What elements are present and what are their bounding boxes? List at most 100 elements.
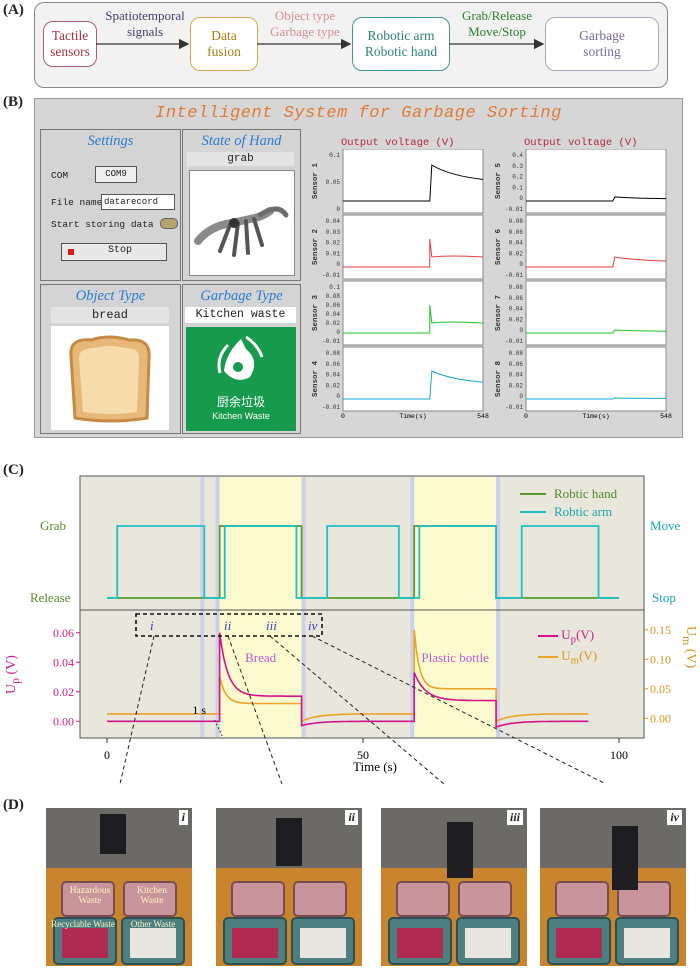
ylabel-left: Up (V) (4, 655, 22, 694)
sensor-tick-label: 0.06 (509, 229, 524, 236)
legend-um-swatch (538, 656, 558, 659)
sensor-frame (525, 149, 667, 214)
transition-band (215, 477, 220, 737)
transition-band (410, 477, 415, 737)
sensor-tick-label: -0.01 (505, 272, 523, 279)
sensor-tick-label: 0 (336, 261, 340, 268)
sensor-xmax-label: 548 (477, 413, 489, 420)
ylabel-right-text: U (683, 626, 698, 637)
file-name-input[interactable]: datarecord (101, 194, 175, 210)
hand-state-value: grab (187, 152, 294, 166)
one-second-label: 1 s (192, 703, 206, 717)
roman-label-1: i (150, 618, 154, 633)
sensor-tick-label: 0.08 (509, 350, 524, 357)
grab-highlight (414, 477, 497, 737)
flow-panel: Tactile sensors Data fusion Robotic arm … (34, 2, 668, 88)
x-axis-label: Time (s) (353, 759, 397, 774)
legend-arm: Robtic arm (520, 503, 612, 521)
sensor-tick-label: 0 (519, 261, 523, 268)
kitchen-waste-cn: 厨余垃圾 (216, 395, 265, 409)
sensor-tick-label: 0.04 (509, 372, 524, 379)
sensor-tick-label: 0.05 (326, 179, 341, 186)
sensor-signal (343, 164, 484, 202)
sensor-signal (526, 329, 667, 334)
sensor-frame (525, 346, 667, 412)
sensor-xmax-label: 548 (660, 413, 672, 420)
garbage-type-box: Garbage Type Kitchen waste 厨余垃圾 Kitchen … (182, 284, 301, 434)
sensor-tick-label: 0 (519, 393, 523, 400)
sensor-name-label: Sensor 5 (495, 163, 503, 200)
legend-up-label: U (561, 627, 571, 642)
legend-um-sub: m (570, 654, 580, 667)
sensor-frame (342, 346, 484, 412)
sensor-frame (342, 149, 484, 214)
x-tick-label: 100 (610, 748, 628, 762)
sensor-tick-label: 0.02 (326, 382, 341, 389)
stop-level-label: Stop (652, 590, 676, 605)
sensor-tick-label: 0.08 (509, 284, 524, 291)
kitchen-waste-symbol-icon (217, 335, 264, 380)
sensor-signal (526, 196, 667, 202)
com-select[interactable]: COM9 (95, 166, 137, 183)
transition-band (496, 477, 501, 737)
legend-arm-swatch (520, 511, 546, 514)
sensor-name-label: Sensor 3 (312, 295, 320, 332)
photo-tag: i (178, 810, 188, 825)
release-level-label: Release (30, 590, 71, 605)
sensor-name-label: Sensor 7 (495, 295, 503, 331)
roman-label-4: iv (308, 618, 318, 633)
photo-pointer (269, 635, 445, 784)
sensor-tick-label: 0.02 (509, 316, 524, 323)
yleft-tick-label: 0.06 (53, 626, 74, 640)
sensor-tick-label: 0.1 (329, 284, 340, 291)
panel-a-label: (A) (3, 2, 24, 18)
sensor-frame (525, 280, 667, 346)
yleft-tick-label: 0.00 (53, 714, 74, 728)
um-trace (107, 629, 589, 723)
sensor-name-label: Sensor 8 (495, 361, 503, 398)
transition-band (301, 477, 306, 737)
robotic-hand-image (189, 170, 295, 276)
sorting-photo: iii (381, 808, 527, 966)
sensor-tick-label: 0.02 (509, 250, 524, 257)
legend-up-tail: (V) (576, 627, 595, 642)
sensor-tick-label: 0.08 (509, 218, 524, 225)
garbage-value: Kitchen waste (185, 307, 296, 323)
sensor-tick-label: 0.04 (326, 218, 341, 225)
panel-d-label: (D) (3, 797, 24, 813)
storing-toggle[interactable] (160, 218, 178, 229)
yright-tick-label: 0.15 (650, 623, 671, 637)
sensor-frame (342, 280, 484, 346)
legend-up: Up(V) (538, 627, 594, 646)
gui-title: Intelligent System for Garbage Sorting (155, 104, 562, 123)
kitchen-waste-en: Kitchen Waste (212, 411, 270, 421)
move-level-label: Move (650, 518, 681, 533)
stop-button[interactable]: Stop (61, 243, 167, 261)
sensor-tick-label: 0.03 (326, 229, 341, 236)
sensor-name-label: Sensor 2 (312, 229, 320, 266)
sensor-tick-label: 0.04 (326, 372, 341, 379)
roman-label-3: iii (266, 618, 277, 633)
yleft-tick-label: 0.04 (53, 655, 74, 669)
legend-hand: Robtic hand (520, 485, 617, 503)
sensor-tick-label: 0 (336, 393, 340, 400)
bin-label: Kitchen Waste (136, 886, 168, 907)
yright-tick-label: 0.00 (650, 711, 671, 725)
sensor-tick-label: 0.1 (329, 152, 340, 159)
sorting-photo: ii (216, 808, 362, 966)
sensor-tick-label: 0.04 (509, 306, 524, 313)
bread-annotation: Bread (245, 650, 277, 665)
legend-up-sub: p (570, 633, 577, 646)
sensor-tick-label: 0.04 (509, 240, 524, 247)
legend-hand-label: Robtic hand (554, 486, 618, 501)
sensor-tick-label: 0.1 (512, 184, 523, 191)
bread-icon (69, 335, 151, 423)
sensor-signal (343, 370, 484, 400)
sensor-tick-label: 0.04 (326, 311, 341, 318)
legend-arm-label: Robtic arm (554, 504, 613, 519)
sensor-tick-label: 0.01 (326, 250, 341, 257)
sensor-frame (525, 214, 667, 280)
sensor-tick-label: -0.01 (505, 404, 523, 411)
ylabel-right-tail: (V) (683, 645, 698, 669)
